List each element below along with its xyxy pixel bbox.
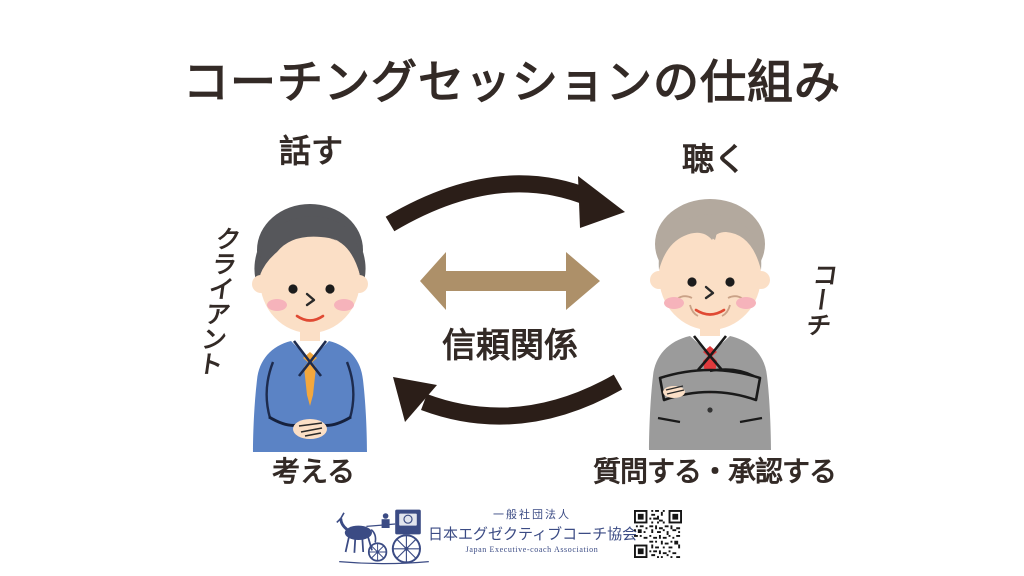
label-trust-relationship: 信頼関係 — [442, 327, 578, 365]
label-listen: 聴く — [682, 141, 747, 177]
horse-carriage-logo-icon — [336, 509, 429, 565]
page-title: コーチングセッションの仕組み — [183, 56, 841, 108]
label-coach-role: コーチ — [800, 262, 840, 337]
qr-code-icon — [634, 510, 682, 558]
label-think: 考える — [272, 456, 356, 487]
label-question-acknowledge: 質問する・承認する — [593, 456, 837, 487]
org-name-label: 日本エグゼクティブコーチ協会 — [428, 527, 638, 543]
double-arrow-trust-icon — [420, 252, 600, 310]
org-type-label: 一般社団法人 — [493, 509, 571, 521]
coach-illustration — [649, 199, 771, 450]
org-name-en-label: Japan Executive-coach Association — [465, 545, 599, 554]
label-speak: 話す — [279, 133, 344, 169]
footer-organization: 一般社団法人 日本エグゼクティブコーチ協会 Japan Executive-co… — [428, 506, 638, 554]
curved-arrow-top-icon — [385, 175, 625, 232]
curved-arrow-bottom-icon — [393, 374, 623, 425]
client-illustration — [252, 204, 368, 452]
